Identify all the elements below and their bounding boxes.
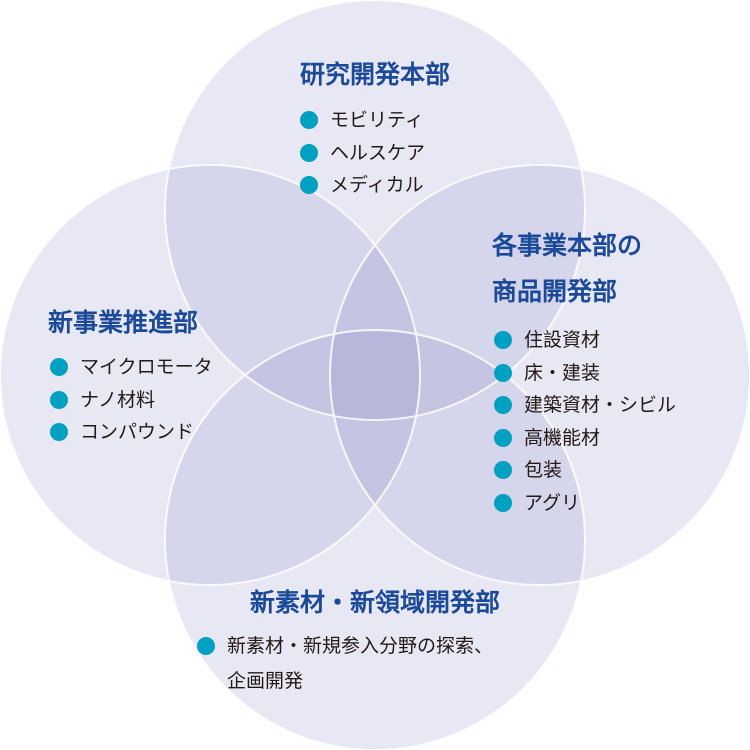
bullet-icon <box>494 396 512 415</box>
bullet-icon <box>300 176 318 195</box>
bullet-icon <box>50 358 68 376</box>
bullet-icon <box>494 428 512 447</box>
item-label: 高機能材 <box>524 426 601 449</box>
item-label: 建築資材・シビル <box>524 394 677 417</box>
left-group-list: マイクロモータ ナノ材料 コンパウンド <box>50 351 213 449</box>
list-item: 建築資材・シビル <box>494 389 676 422</box>
bullet-icon <box>197 637 215 655</box>
item-label: 床・建装 <box>524 361 601 384</box>
item-label: コンパウンド <box>80 421 195 444</box>
list-item: アグリ <box>494 487 676 520</box>
list-item: ヘルスケア <box>300 137 425 170</box>
bullet-icon <box>300 111 318 129</box>
item-label: 住設資材 <box>524 329 601 351</box>
list-item: 床・建装 <box>494 357 676 390</box>
item-label: マイクロモータ <box>80 356 213 378</box>
list-item: 新素材・新規参入分野の探索、企画開発 <box>197 629 493 699</box>
list-item: 住設資材 <box>494 324 676 357</box>
bullet-icon <box>494 461 512 480</box>
top-group-title: 研究開発本部 <box>299 60 450 89</box>
top-group-list: モビリティ ヘルスケア メディカル <box>300 104 425 202</box>
list-item: モビリティ <box>300 104 425 137</box>
circle-top <box>165 0 585 420</box>
list-item: マイクロモータ <box>50 351 213 384</box>
bottom-group-title: 新素材・新領域開発部 <box>249 588 500 617</box>
item-label: メディカル <box>330 174 424 197</box>
item-label: モビリティ <box>330 109 424 131</box>
bullet-icon <box>50 423 68 442</box>
right-group-list: 住設資材 床・建装 建築資材・シビル 高機能材 包装 アグリ <box>494 324 676 520</box>
circle-left <box>0 165 420 585</box>
list-item: ナノ材料 <box>50 384 213 417</box>
list-item: コンパウンド <box>50 416 213 449</box>
item-label: アグリ <box>524 491 581 514</box>
item-label: 新素材・新規参入分野の探索、 <box>227 635 494 657</box>
item-label: 企画開発 <box>227 670 304 692</box>
circle-right <box>330 165 750 585</box>
title-line: 商品開発部 <box>492 277 618 306</box>
list-item: メディカル <box>300 169 425 202</box>
bullet-icon <box>494 331 512 349</box>
bullet-icon <box>300 143 318 162</box>
title-line: 各事業本部の <box>492 231 643 260</box>
item-label: ヘルスケア <box>330 141 426 164</box>
bottom-group-list: 新素材・新規参入分野の探索、企画開発 <box>197 629 493 699</box>
item-label: 包装 <box>524 459 563 482</box>
bullet-icon <box>494 363 512 382</box>
right-group-title: 各事業本部の 商品開発部 <box>492 223 642 315</box>
item-label: ナノ材料 <box>80 388 156 411</box>
list-item: 包装 <box>494 454 676 487</box>
bullet-icon <box>50 390 68 409</box>
circle-bottom <box>165 330 585 750</box>
left-group-title: 新事業推進部 <box>48 308 199 337</box>
bullet-icon <box>494 493 512 512</box>
list-item: 高機能材 <box>494 422 676 455</box>
